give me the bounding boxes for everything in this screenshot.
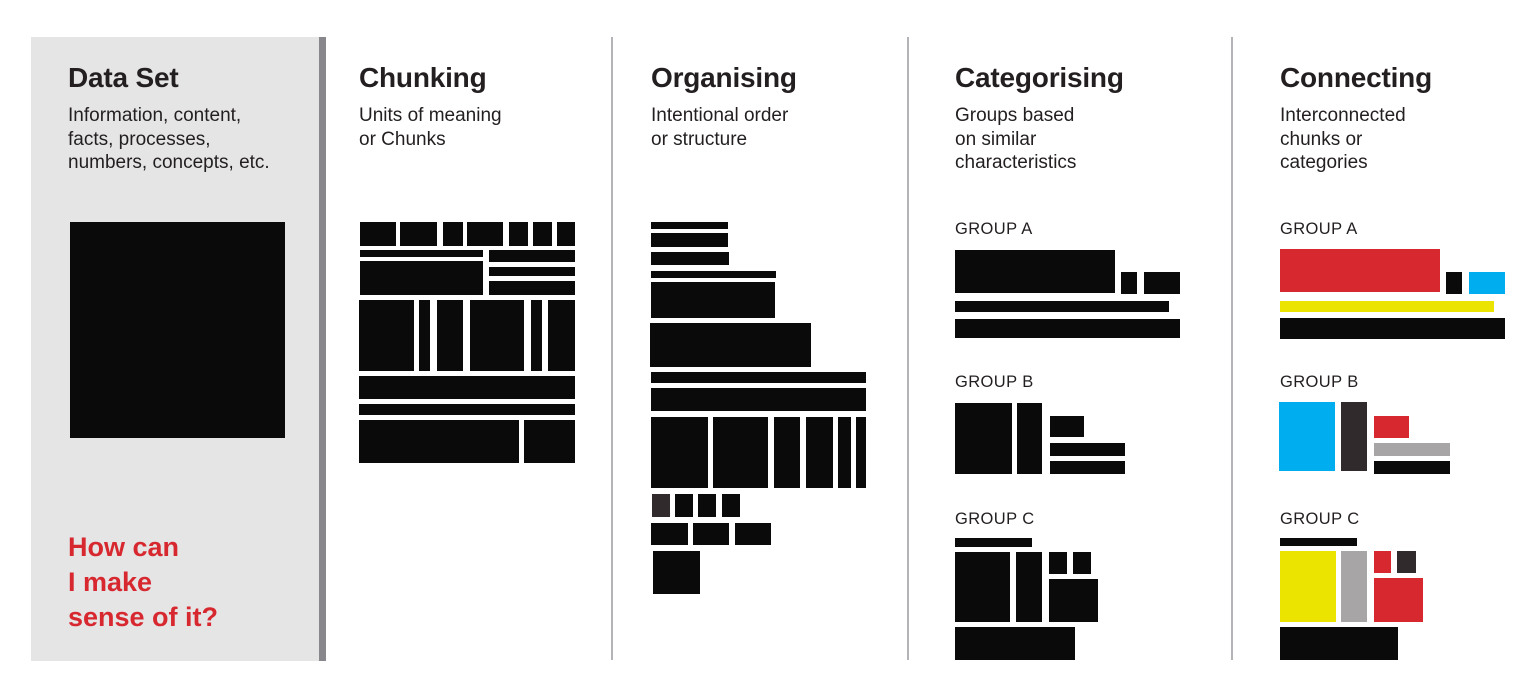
column-divider [611,37,613,660]
categorising-group-a-label: GROUP A [955,220,1033,238]
categorising-group-c-label: GROUP C [955,510,1035,528]
column-title-chunking: Chunking [359,62,487,93]
connecting-group-b-blocks [1279,402,1450,474]
column-title-dataset: Data Set [68,62,179,93]
connecting-group-c-blocks [1280,538,1423,660]
column-subtitle-connecting: Interconnected chunks or categories [1280,105,1406,173]
column-subtitle-dataset: Information, content, facts, processes, … [68,105,270,173]
column-subtitle-chunking: Units of meaning or Chunks [359,105,502,150]
connecting-group-a-blocks [1280,249,1505,339]
dataset-block [70,222,285,438]
column-title-categorising: Categorising [955,62,1124,93]
organising-blocks [650,222,866,594]
column-divider [1231,37,1233,660]
connecting-group-b-label: GROUP B [1280,373,1359,391]
column-subtitle-organising: Intentional order or structure [651,105,789,150]
connecting-group-a-label: GROUP A [1280,220,1358,238]
column-title-organising: Organising [651,62,797,93]
column-subtitle-categorising: Groups based on similar characteristics [955,105,1077,173]
categorising-group-a-blocks [955,250,1180,338]
categorising-group-b-blocks [955,403,1125,474]
column-title-connecting: Connecting [1280,62,1432,93]
connecting-group-c-label: GROUP C [1280,510,1360,528]
data-set-panel-edge [319,37,326,661]
chunking-blocks [359,222,575,463]
question-text: How can I make sense of it? [68,532,219,632]
categorising-group-c-blocks [955,538,1098,660]
column-divider [907,37,909,660]
categorising-group-b-label: GROUP B [955,373,1034,391]
